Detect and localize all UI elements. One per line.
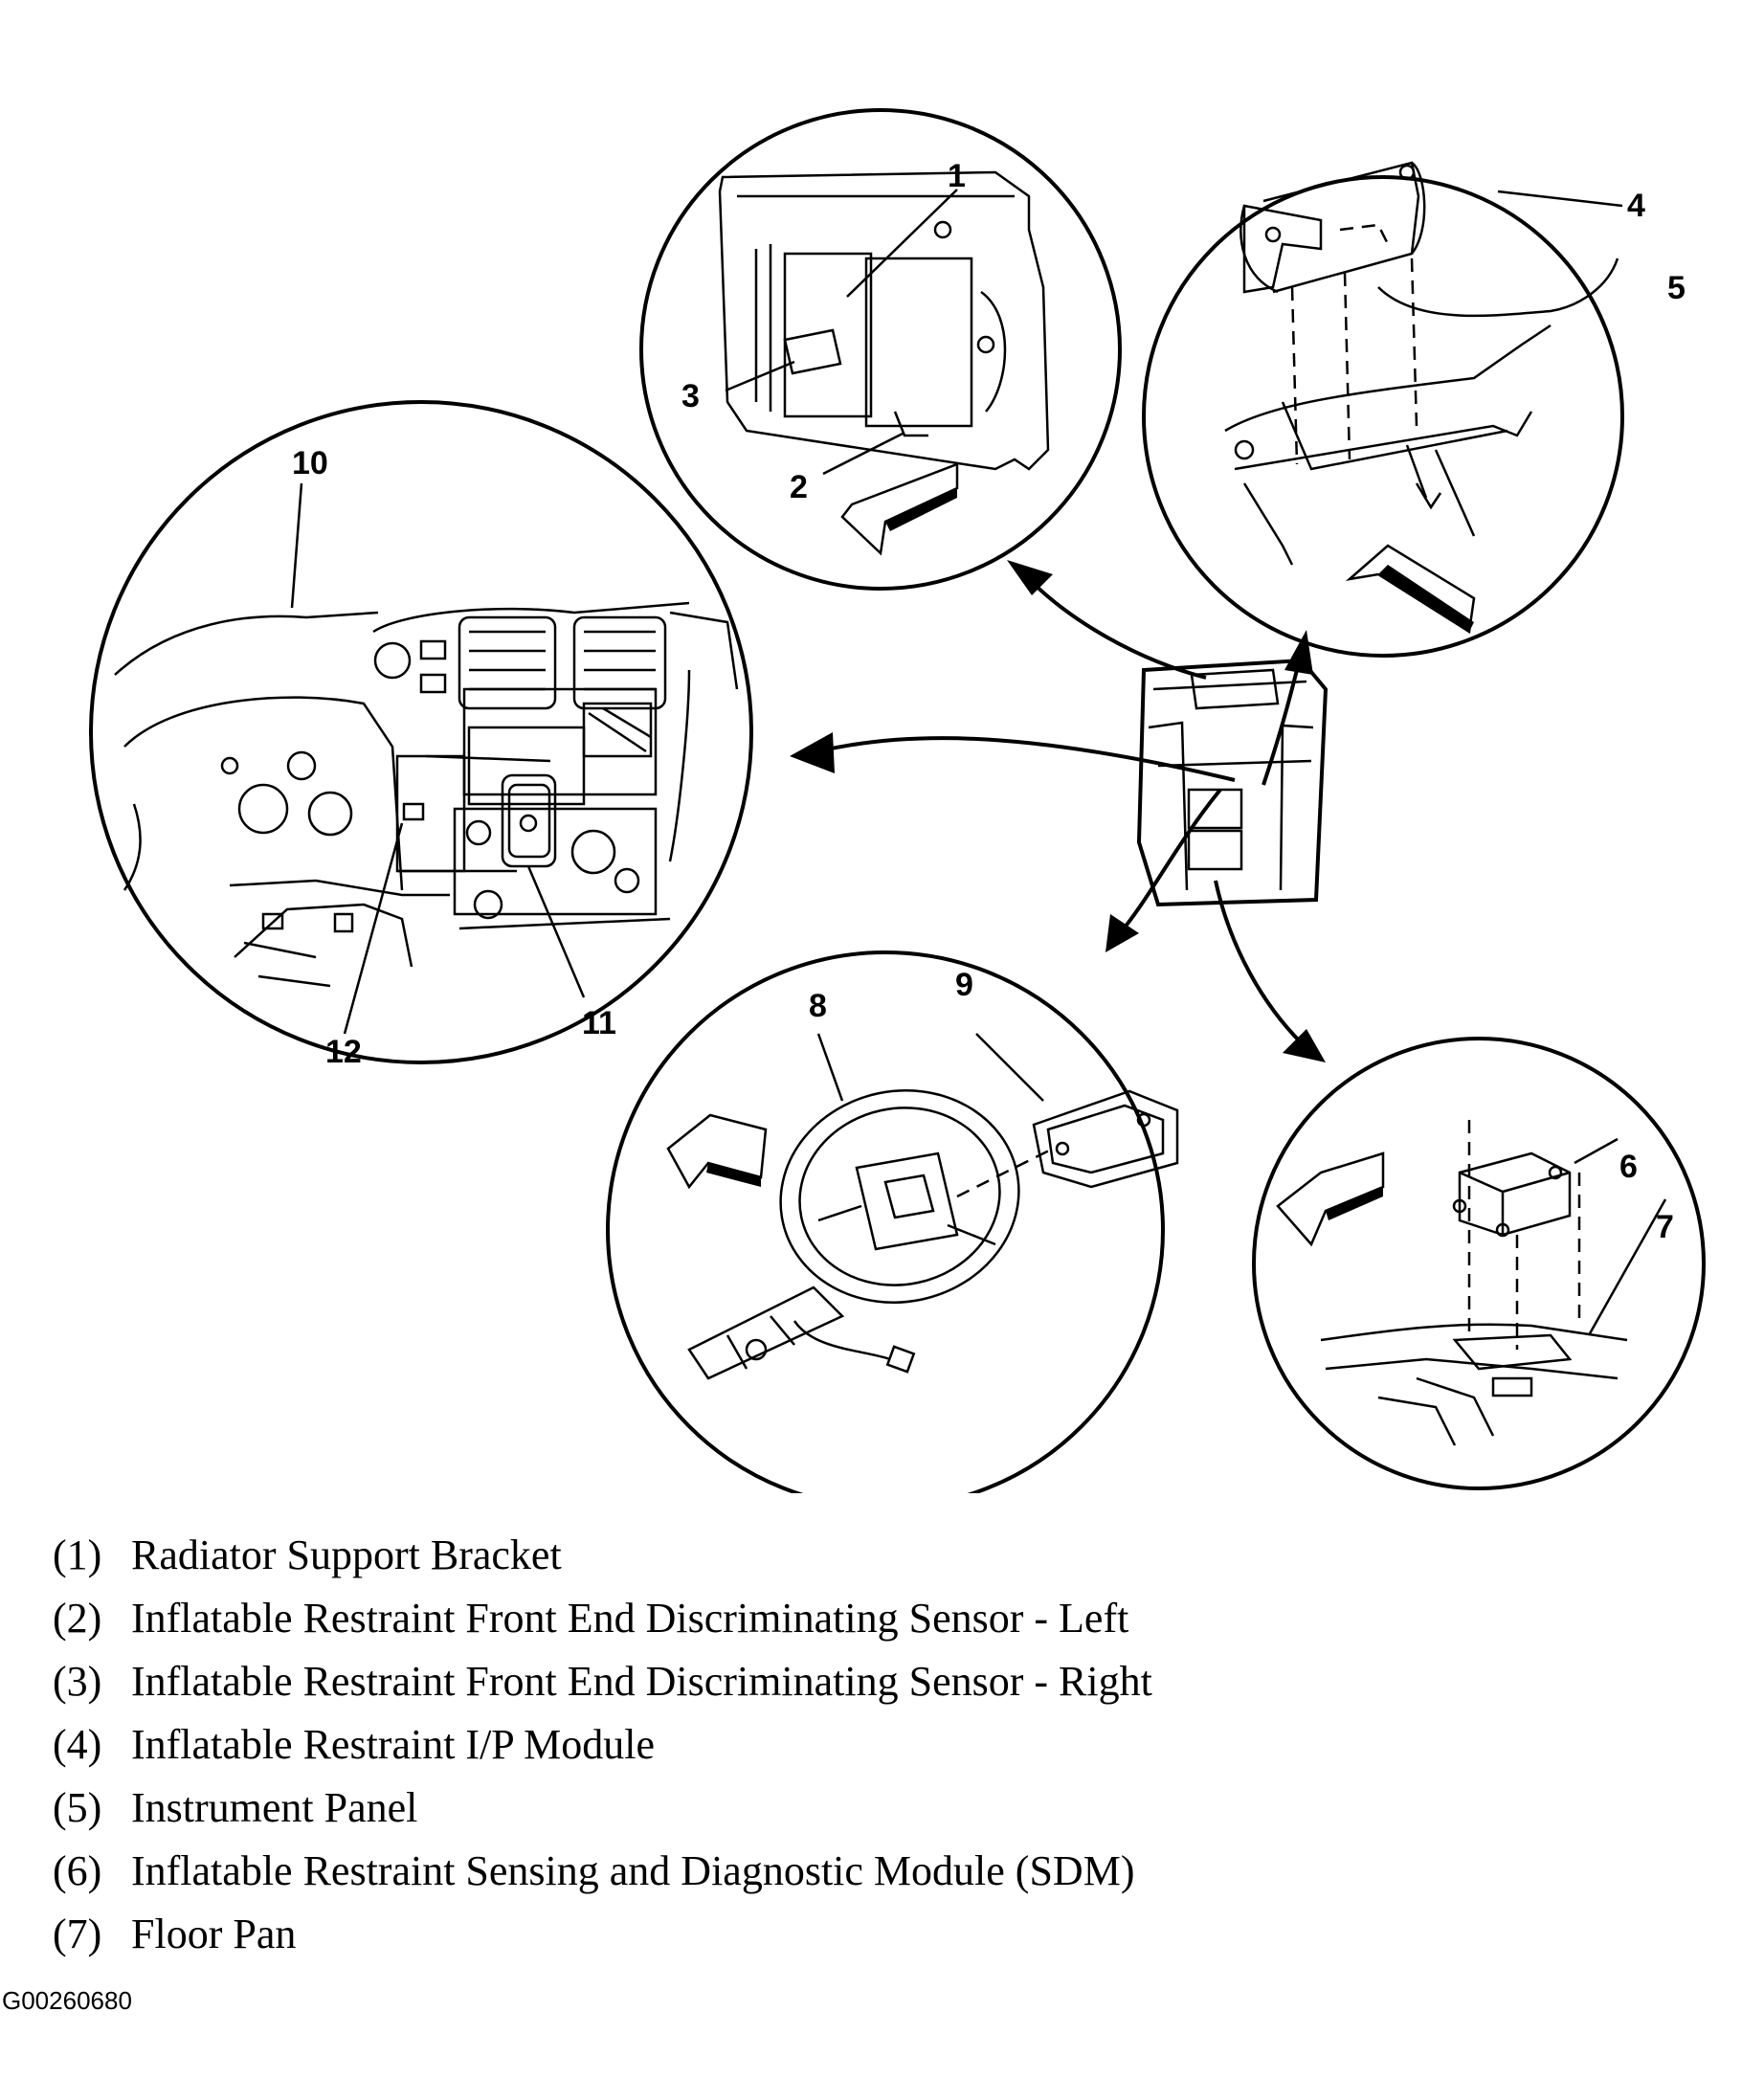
- legend-item: (5) Instrument Panel: [53, 1777, 1737, 1840]
- legend-number: (6): [53, 1847, 102, 1894]
- legend-item: (6) Inflatable Restraint Sensing and Diag…: [53, 1840, 1737, 1903]
- legend-label: Inflatable Restraint Sensing and Diagnos…: [131, 1847, 1135, 1894]
- radiator-support-view: [639, 108, 1122, 591]
- front-direction-arrow-icon: [840, 462, 959, 556]
- legend-label: Instrument Panel: [131, 1784, 418, 1831]
- callout-8: 8: [809, 988, 827, 1024]
- callout-3: 3: [681, 378, 700, 414]
- legend-number: (3): [53, 1658, 102, 1705]
- component-location-diagram: 1 2 3 4 5 6 7 8 9 10 11 12: [89, 108, 1706, 1493]
- legend-label: Floor Pan: [131, 1911, 297, 1957]
- legend-number: (5): [53, 1784, 102, 1831]
- arrow-to-steering-view: [1105, 914, 1139, 952]
- legend-number: (1): [53, 1531, 102, 1578]
- arrow-to-radiator-view: [1007, 560, 1053, 595]
- component-legend: (1) Radiator Support Bracket (2) Inflatabl…: [53, 1524, 1737, 1966]
- callout-2: 2: [790, 469, 808, 505]
- legend-label: Inflatable Restraint Front End Discrimin…: [131, 1595, 1129, 1642]
- arrow-to-dash-view: [790, 732, 835, 773]
- legend-item: (7) Floor Pan: [53, 1903, 1737, 1966]
- ip-direction-arrow-icon: [1345, 544, 1476, 635]
- callout-6: 6: [1619, 1149, 1638, 1185]
- callout-7: 7: [1656, 1209, 1674, 1245]
- callout-12: 12: [325, 1034, 362, 1070]
- sdm-view: [1252, 1037, 1706, 1490]
- legend-item: (4) Inflatable Restraint I/P Module: [53, 1713, 1737, 1777]
- ip-module-view: [1142, 161, 1624, 658]
- arrow-to-sdm-view: [1283, 1029, 1326, 1062]
- legend-item: (1) Radiator Support Bracket: [53, 1524, 1737, 1587]
- callout-11: 11: [582, 1005, 616, 1041]
- dash-view: [89, 400, 753, 1064]
- figure-id: G00260680: [2, 1986, 132, 2015]
- pointer-arrows: [790, 560, 1326, 1062]
- callout-labels: 1 2 3 4 5 6 7 8 9 10 11 12: [292, 158, 1686, 1245]
- callout-10: 10: [292, 445, 328, 481]
- legend-number: (4): [53, 1721, 102, 1768]
- legend-number: (7): [53, 1911, 102, 1957]
- legend-label: Inflatable Restraint Front End Discrimin…: [131, 1658, 1152, 1705]
- callout-9: 9: [955, 967, 973, 1003]
- callout-5: 5: [1667, 270, 1686, 306]
- legend-label: Inflatable Restraint I/P Module: [131, 1721, 656, 1768]
- callout-1: 1: [948, 158, 966, 194]
- legend-item: (2) Inflatable Restraint Front End Discri…: [53, 1587, 1737, 1650]
- legend-label: Radiator Support Bracket: [131, 1531, 562, 1578]
- legend-number: (2): [53, 1595, 102, 1642]
- legend-item: (3) Inflatable Restraint Front End Discri…: [53, 1650, 1737, 1713]
- callout-4: 4: [1627, 188, 1645, 224]
- steering-wheel-view: [606, 950, 1179, 1493]
